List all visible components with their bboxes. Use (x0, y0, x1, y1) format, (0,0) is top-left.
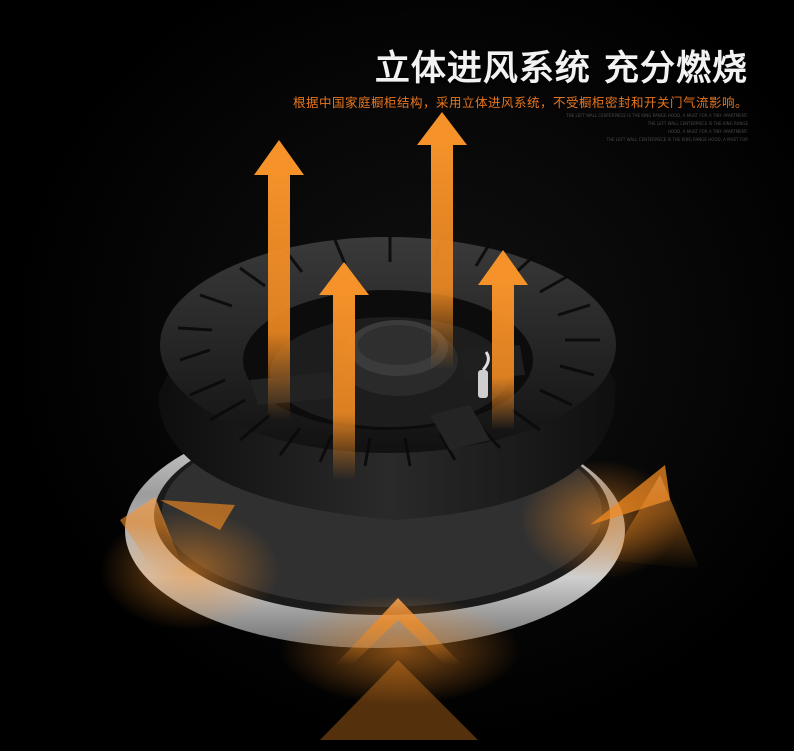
burner-cap (158, 237, 616, 520)
fine-print-block: THE LEFT WALL CENTERPIECE IS THE KING RA… (518, 112, 748, 144)
airflow-up-arrow (417, 112, 467, 370)
air-intake-arrows (120, 465, 700, 740)
airflow-up-arrow (319, 262, 369, 480)
airflow-up-arrow (254, 140, 304, 420)
fine-print-line: THE LEFT WALL CENTERPIECE IS THE KING RA… (566, 113, 748, 118)
fine-print-line: HOOD, A MUST FOR A TINY APARTMENT. (667, 129, 748, 134)
fine-print-line: THE LEFT WALL CENTERPIECE IS THE KING RA… (606, 137, 748, 142)
airflow-glow (100, 460, 680, 705)
airflow-up-arrow (478, 250, 528, 430)
fine-print-line: THE LEFT WALL CENTERPIECE IS THE KING RA… (647, 121, 748, 126)
headline: 立体进风系统 充分燃烧 (374, 49, 748, 89)
subheadline: 根据中国家庭橱柜结构，采用立体进风系统，不受橱柜密封和开关门气流影响。 (292, 95, 748, 110)
